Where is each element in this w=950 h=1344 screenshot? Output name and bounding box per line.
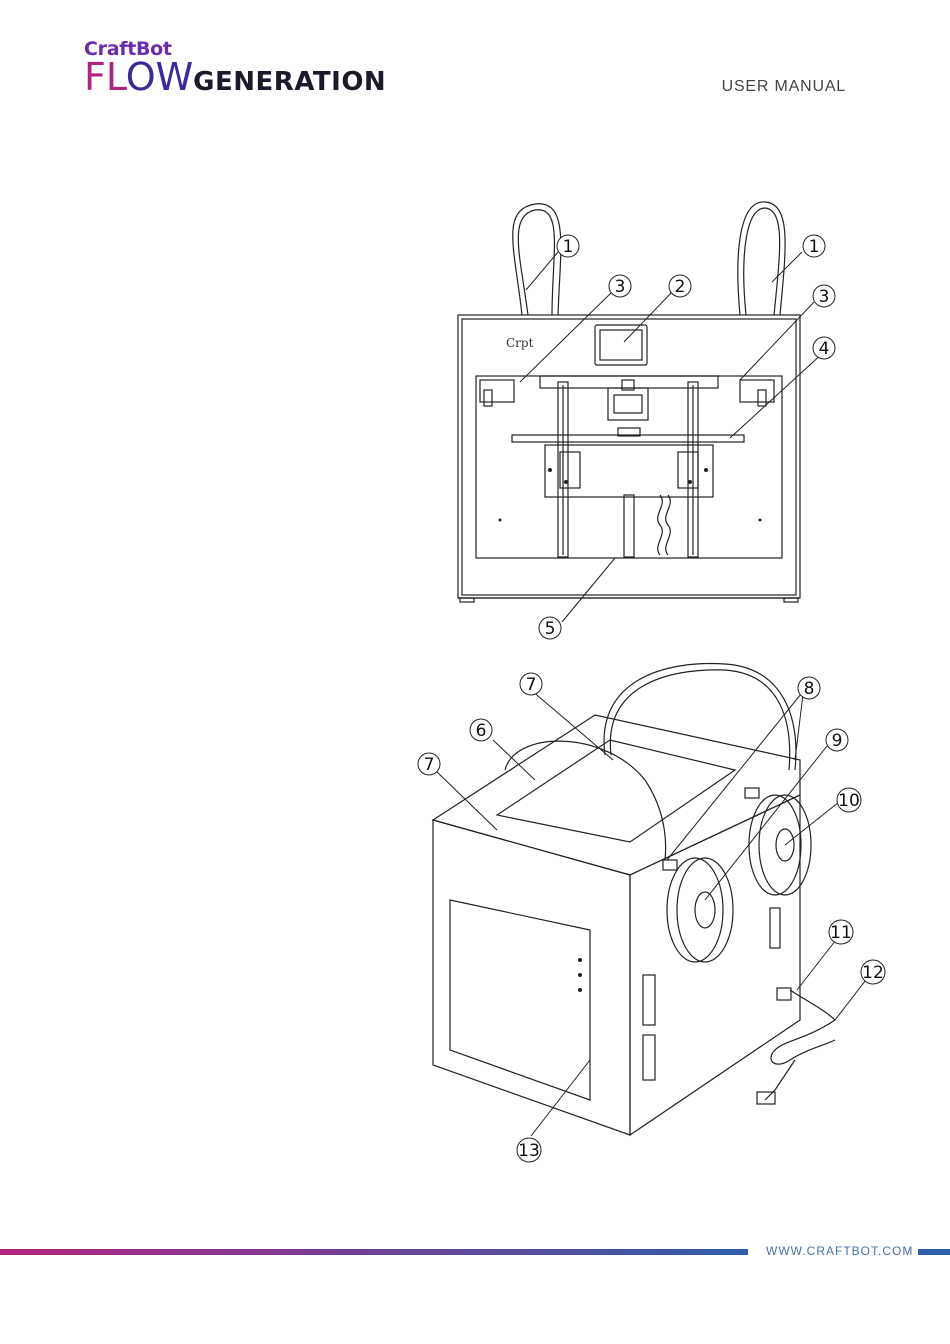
callout-9: 9 bbox=[832, 731, 843, 751]
callout-7b: 7 bbox=[424, 755, 435, 775]
callout-2: 2 bbox=[675, 277, 686, 297]
svg-text:Crpt: Crpt bbox=[506, 336, 534, 350]
callout-5: 5 bbox=[545, 619, 556, 639]
callout-3a: 3 bbox=[615, 277, 626, 297]
callout-1b: 1 bbox=[809, 237, 820, 257]
callout-3b: 3 bbox=[819, 287, 830, 307]
brand-ow: OW bbox=[126, 55, 193, 99]
callout-1a: 1 bbox=[563, 237, 574, 257]
callout-4: 4 bbox=[819, 339, 830, 359]
callout-7a: 7 bbox=[526, 675, 537, 695]
callout-10: 10 bbox=[838, 791, 860, 811]
printer-front-view: Crpt bbox=[440, 190, 860, 650]
footer-url: WWW.CRAFTBOT.COM bbox=[766, 1244, 913, 1258]
callout-13: 13 bbox=[518, 1141, 540, 1161]
brand-gen: GENERATION bbox=[193, 67, 386, 97]
callout-8: 8 bbox=[804, 679, 815, 699]
brand-fl: FL bbox=[84, 55, 126, 99]
footer-gradient-bar bbox=[0, 1249, 748, 1255]
brand-title: FLOWGENERATION bbox=[84, 58, 386, 96]
callout-11: 11 bbox=[830, 923, 852, 943]
callout-6: 6 bbox=[476, 721, 487, 741]
footer-end-bar bbox=[918, 1249, 950, 1255]
printer-rear-view: 6 7 7 8 9 10 11 12 13 bbox=[405, 660, 895, 1170]
user-manual-label: USER MANUAL bbox=[722, 78, 846, 96]
callout-12: 12 bbox=[862, 963, 884, 983]
brand-logo: CraftBot FLOWGENERATION bbox=[84, 38, 386, 96]
